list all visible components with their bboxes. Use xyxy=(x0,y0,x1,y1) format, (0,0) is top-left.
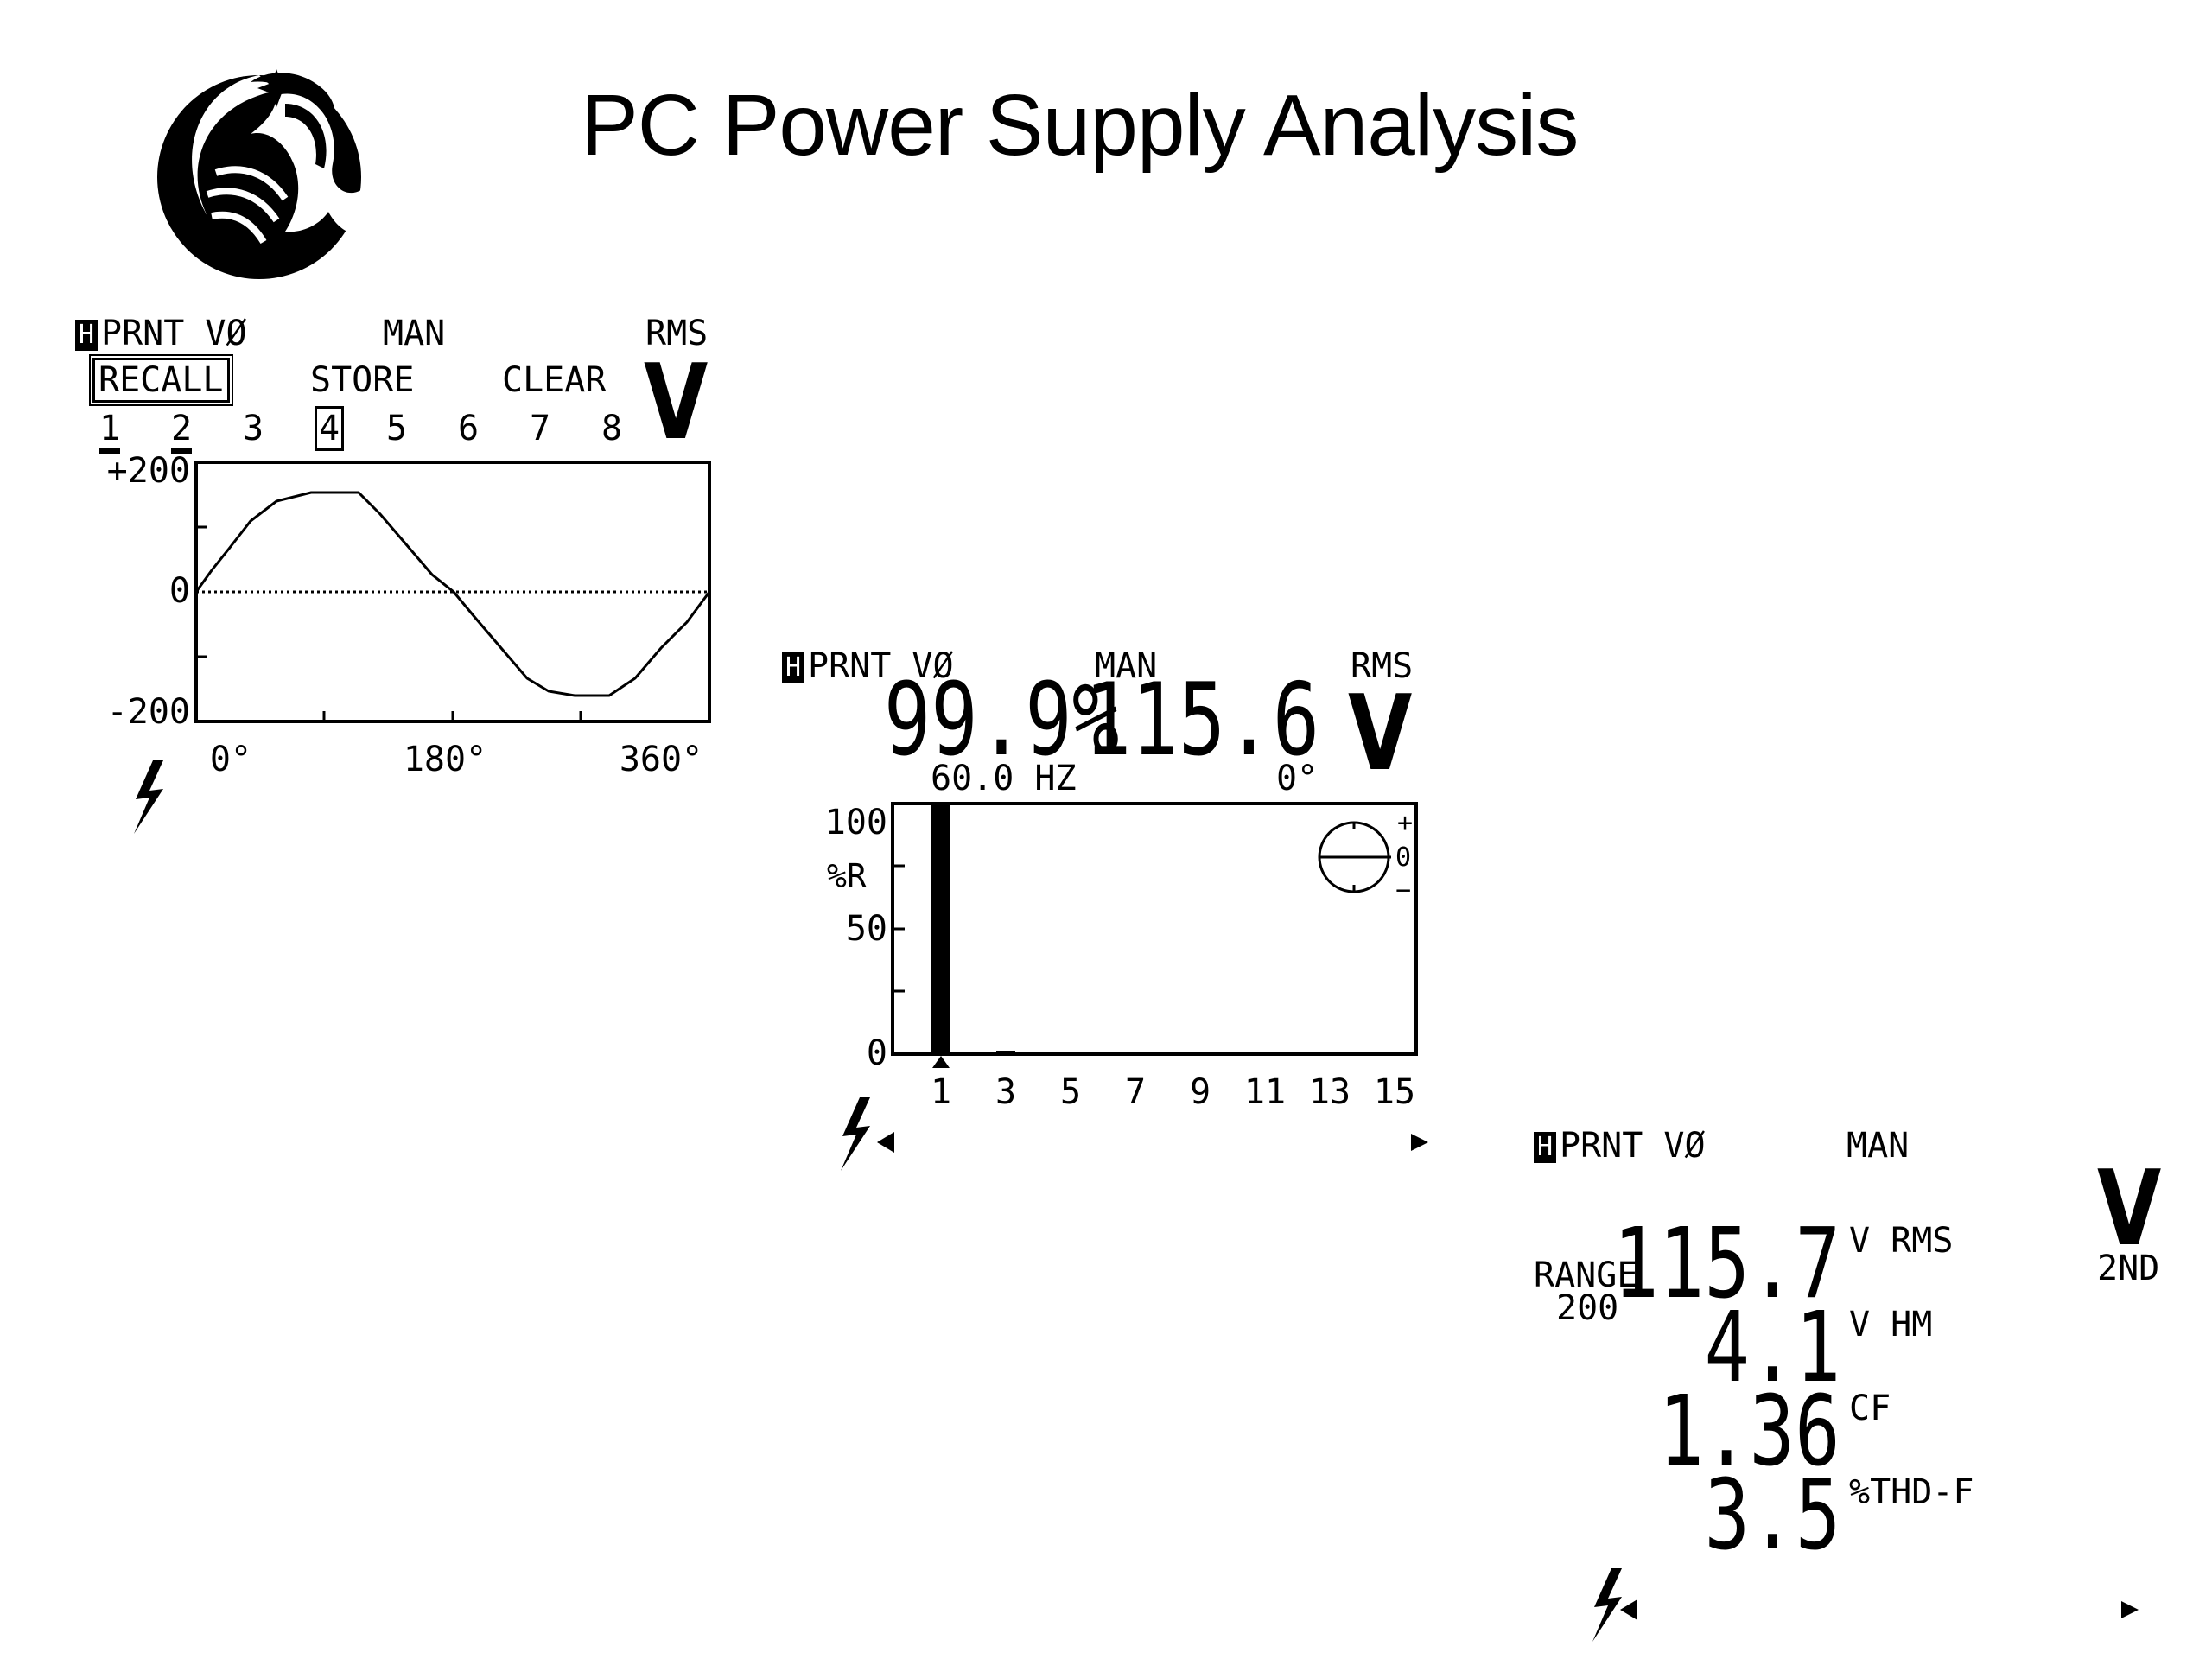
voltage-readout: 115.6 xyxy=(1084,662,1319,779)
harmonic-label: 3 xyxy=(995,1072,1016,1112)
y-label-top: +200 xyxy=(107,454,190,491)
slot-8[interactable]: 8 xyxy=(601,409,623,448)
measure-label: RMS xyxy=(645,314,709,353)
clear-button[interactable]: CLEAR xyxy=(502,360,607,400)
y-axis-title: %R xyxy=(827,857,867,895)
hold-indicator: H xyxy=(75,320,98,351)
print-label: PRNT VØ xyxy=(101,314,247,353)
reading-value: 3.5 xyxy=(1704,1459,1840,1572)
mode-label: MAN xyxy=(383,314,446,353)
waveform-trace xyxy=(194,491,711,697)
phase-label: 0° xyxy=(1276,759,1319,798)
store-button[interactable]: STORE xyxy=(310,360,415,400)
lightning-icon xyxy=(841,1097,870,1171)
arrow-right-icon xyxy=(2121,1601,2139,1618)
meter-footer xyxy=(1592,1568,2139,1642)
reading-label: V HM xyxy=(1849,1305,1933,1344)
hold-indicator: H xyxy=(782,652,804,683)
harmonic-bar-1 xyxy=(931,804,950,1054)
y-label-0: 0 xyxy=(867,1033,887,1073)
harmonic-bar-3 xyxy=(996,1051,1015,1054)
phase-zero: 0 xyxy=(1395,842,1411,873)
x-label-180: 180° xyxy=(404,740,486,779)
slot-2[interactable]: 2 xyxy=(171,409,243,454)
measure-label: RMS xyxy=(1351,646,1414,686)
reading-value: 115.7 xyxy=(1613,1208,1840,1320)
slide-title: PC Power Supply Analysis xyxy=(581,77,1579,174)
slot-1[interactable]: 1 xyxy=(99,409,171,454)
slot-3[interactable]: 3 xyxy=(243,409,264,448)
slot-7[interactable]: 7 xyxy=(530,409,551,448)
y-label-100: 100 xyxy=(825,803,887,842)
cursor-marker xyxy=(932,1056,950,1068)
reading-label: CF xyxy=(1849,1389,1891,1428)
lightning-icon xyxy=(134,760,163,834)
harmonic-label: 5 xyxy=(1060,1072,1081,1112)
hold-indicator: H xyxy=(1534,1132,1556,1163)
reading-value: 1.36 xyxy=(1658,1376,1840,1488)
y-label-bottom: -200 xyxy=(107,692,190,732)
print-label: PRNT VØ xyxy=(1560,1126,1706,1166)
lightning-icon xyxy=(1592,1568,1622,1642)
harmonic-labels: 1 3 5 7 9 11 13 15 xyxy=(931,1072,1415,1112)
mode-label: MAN xyxy=(1095,646,1158,686)
frequency-label: 60.0 HZ xyxy=(931,759,1077,798)
arrow-left-icon xyxy=(1620,1599,1637,1620)
harmonic-label: 11 xyxy=(1244,1072,1286,1112)
unit-volts: V xyxy=(1348,674,1413,794)
print-label: PRNT VØ xyxy=(808,646,954,686)
waveform-plot: +200 0 -200 0° 180° 360° xyxy=(107,454,711,834)
range-value: 200 xyxy=(1556,1288,1619,1328)
harmonic-label: 13 xyxy=(1309,1072,1351,1112)
arrow-left-icon xyxy=(877,1132,894,1153)
reading-value: 4.1 xyxy=(1704,1292,1840,1404)
recall-button[interactable]: RECALL xyxy=(89,354,233,406)
harmonic-label: 9 xyxy=(1190,1072,1211,1112)
mode-label: MAN xyxy=(1847,1126,1910,1166)
y-label-mid: 0 xyxy=(169,571,190,611)
reading-label: %THD-F xyxy=(1849,1472,1974,1512)
chart-frame xyxy=(891,802,1418,1056)
phase-dial xyxy=(1318,821,1391,893)
harmonic-label: 1 xyxy=(931,1072,951,1112)
readings-list: 115.7 V RMS 4.1 V HM 1.36 CF 3.5 %THD-F xyxy=(1534,1216,2190,1579)
range-label: RANGE xyxy=(1534,1255,1638,1295)
reading-label: V RMS xyxy=(1849,1221,1954,1261)
function-label: 2ND xyxy=(2097,1249,2160,1288)
phase-minus: − xyxy=(1395,875,1411,906)
y-label-50: 50 xyxy=(846,909,887,949)
slot-4[interactable]: 4 xyxy=(315,406,386,451)
phase-plus: + xyxy=(1397,808,1413,838)
slot-6[interactable]: 6 xyxy=(458,409,480,448)
x-label-360: 360° xyxy=(620,740,702,779)
axis-ticks xyxy=(893,864,905,993)
harmonics-chart: 100 50 0 %R + 0 − 1 3 5 7 9 11 13 15 xyxy=(825,802,1428,1171)
unit-volts: V xyxy=(2097,1149,2162,1269)
axis-ticks xyxy=(196,525,582,721)
percent-readout: 99.9% xyxy=(883,662,1119,779)
harmonic-label: 15 xyxy=(1374,1072,1415,1112)
pegasus-logo xyxy=(157,69,363,279)
x-label-0: 0° xyxy=(210,740,251,779)
unit-volts: V xyxy=(644,343,709,463)
slot-5[interactable]: 5 xyxy=(386,409,408,448)
harmonic-label: 7 xyxy=(1125,1072,1146,1112)
arrow-right-icon xyxy=(1411,1134,1428,1151)
